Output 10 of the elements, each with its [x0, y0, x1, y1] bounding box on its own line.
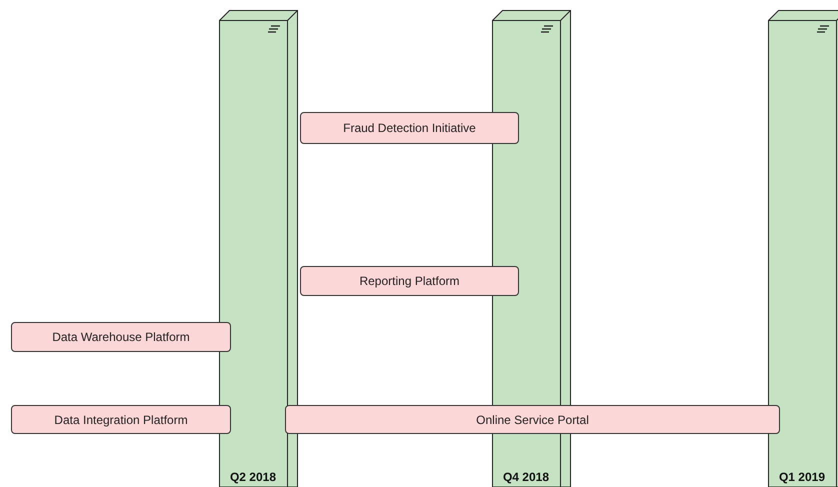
plateau-label: Q2 2018 — [228, 471, 278, 483]
work-package-box: Fraud Detection Initiative — [300, 112, 519, 144]
plateau-label: Q1 2019 — [778, 471, 826, 483]
plateau-column — [768, 10, 838, 487]
work-package-box: Reporting Platform — [300, 266, 519, 296]
work-package-box: Online Service Portal — [285, 405, 780, 434]
work-package-box: Data Integration Platform — [11, 405, 231, 434]
work-package-box: Data Warehouse Platform — [11, 322, 231, 352]
plateau-label: Q4 2018 — [502, 471, 550, 483]
plateau-column — [219, 10, 298, 487]
